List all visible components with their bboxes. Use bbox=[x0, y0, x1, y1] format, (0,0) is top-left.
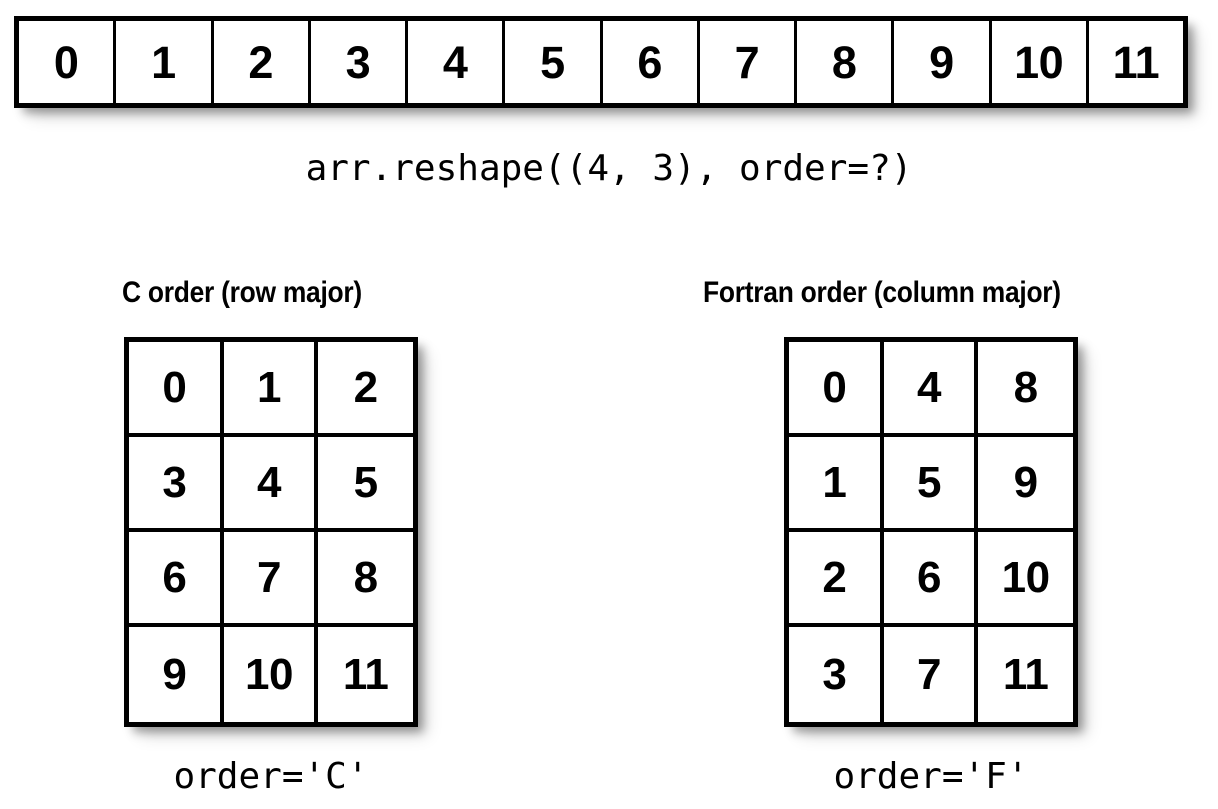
flat-array-strip: 0 1 2 3 4 5 6 7 8 9 10 11 bbox=[14, 16, 1188, 108]
matrix-cell: 10 bbox=[224, 627, 319, 722]
matrix-cell: 8 bbox=[318, 532, 413, 627]
reshape-call-caption: arr.reshape((4, 3), order=?) bbox=[305, 148, 913, 189]
matrix-cell: 11 bbox=[342, 649, 389, 699]
matrix-cell: 0 bbox=[129, 342, 224, 437]
matrix-cell: 5 bbox=[318, 437, 413, 532]
flat-array-cell: 6 bbox=[603, 21, 700, 103]
fortran-order-matrix: 0 4 8 1 5 9 2 6 10 3 7 11 bbox=[784, 337, 1078, 727]
matrix-cell: 10 bbox=[978, 532, 1073, 627]
matrix-cell: 5 bbox=[883, 437, 979, 532]
matrix-cell: 8 bbox=[978, 342, 1073, 437]
flat-array-cell: 1 bbox=[116, 21, 214, 103]
matrix-cell: 11 bbox=[1002, 649, 1049, 699]
c-order-caption: order='C' bbox=[173, 756, 369, 797]
flat-array-cell: 3 bbox=[311, 21, 408, 103]
flat-array-cell: 11 bbox=[1112, 36, 1160, 88]
flat-array-cell: 10 bbox=[992, 21, 1089, 103]
flat-array-cell: 2 bbox=[214, 21, 311, 103]
c-order-heading: C order (row major) bbox=[122, 276, 362, 309]
matrix-cell: 6 bbox=[883, 532, 979, 627]
flat-array-cell: 5 bbox=[505, 21, 603, 103]
flat-array-cell: 7 bbox=[700, 21, 797, 103]
fortran-order-caption: order='F' bbox=[833, 756, 1029, 797]
flat-array-cell: 8 bbox=[797, 21, 895, 103]
flat-array-cell: 4 bbox=[408, 21, 506, 103]
matrix-cell: 2 bbox=[318, 342, 413, 437]
matrix-cell: 9 bbox=[129, 627, 224, 722]
matrix-cell: 7 bbox=[223, 532, 319, 627]
matrix-cell: 3 bbox=[789, 627, 884, 722]
c-order-matrix: 0 1 2 3 4 5 6 7 8 9 10 11 bbox=[124, 337, 418, 727]
fortran-order-heading: Fortran order (column major) bbox=[703, 276, 1061, 309]
matrix-cell: 4 bbox=[883, 342, 979, 437]
matrix-cell: 9 bbox=[978, 437, 1073, 532]
matrix-cell: 4 bbox=[223, 437, 319, 532]
matrix-cell: 3 bbox=[129, 437, 224, 532]
matrix-cell: 1 bbox=[789, 437, 884, 532]
matrix-cell: 0 bbox=[789, 342, 884, 437]
matrix-cell: 1 bbox=[223, 342, 319, 437]
matrix-cell: 7 bbox=[884, 627, 979, 722]
matrix-cell: 6 bbox=[129, 532, 224, 627]
matrix-cell: 2 bbox=[789, 532, 884, 627]
flat-array-cell: 9 bbox=[894, 21, 992, 103]
flat-array-cell: 0 bbox=[19, 21, 117, 103]
